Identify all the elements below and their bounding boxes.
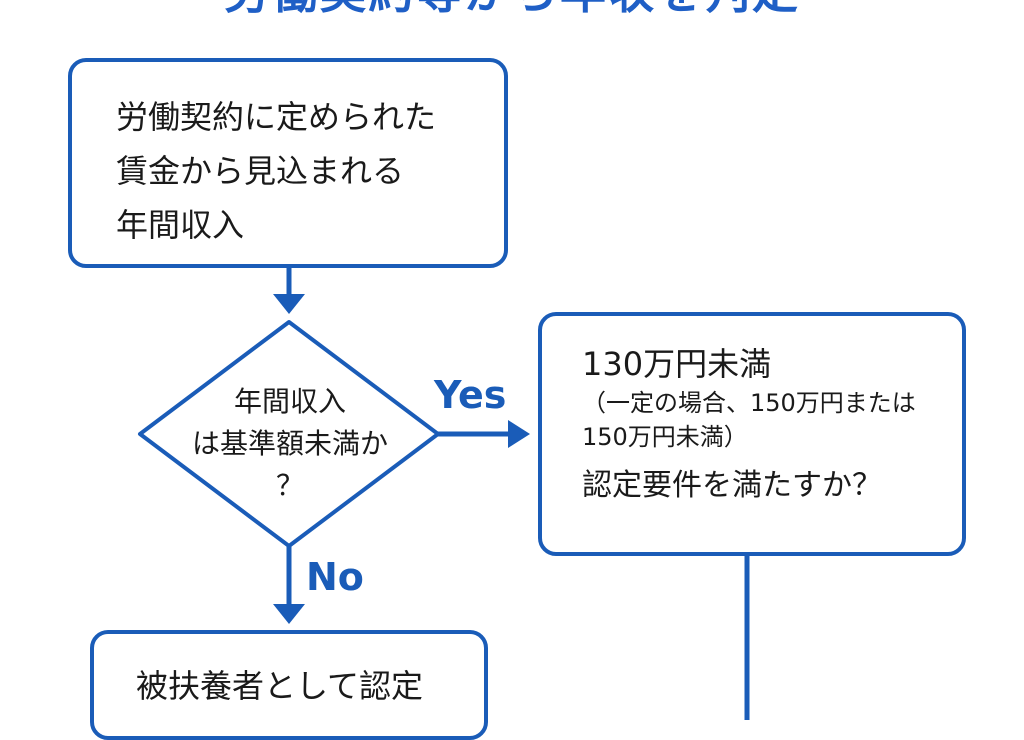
start-box-line-2: 賃金から見込まれる (116, 152, 405, 190)
start-box-line-3: 年間収入 (116, 206, 245, 244)
requirement-question: 認定要件を満たすか？ (582, 468, 882, 503)
decision-line-2: は基準額未満か (191, 427, 388, 460)
no-label: No (306, 555, 364, 599)
start-box: 労働契約に定められた 賃金から見込まれる 年間収入 (68, 58, 508, 268)
no-result-box: 被扶養者として認定 (90, 630, 488, 740)
start-box-line-1: 労働契約に定められた (116, 98, 437, 136)
decision-line-3: ？ (275, 469, 304, 502)
threshold-text: 130万円未満 (582, 345, 772, 383)
arrowhead-down-2 (273, 604, 305, 624)
threshold-note-line-2: 150万円未満） (582, 423, 748, 451)
decision-line-1: 年間収入 (233, 385, 346, 418)
threshold-note-line-1: （一定の場合、150万円または (582, 389, 916, 417)
page-title: 労働契約等から年収を判定 (0, 0, 1024, 22)
yes-result-box: 130万円未満 （一定の場合、150万円または 150万円未満） 認定要件を満た… (538, 312, 966, 556)
arrowhead-down-1 (273, 294, 305, 314)
yes-label: Yes (434, 373, 507, 417)
dependent-recognized-text: 被扶養者として認定 (136, 667, 424, 705)
arrowhead-right (508, 420, 530, 448)
connector-layer (138, 268, 750, 720)
